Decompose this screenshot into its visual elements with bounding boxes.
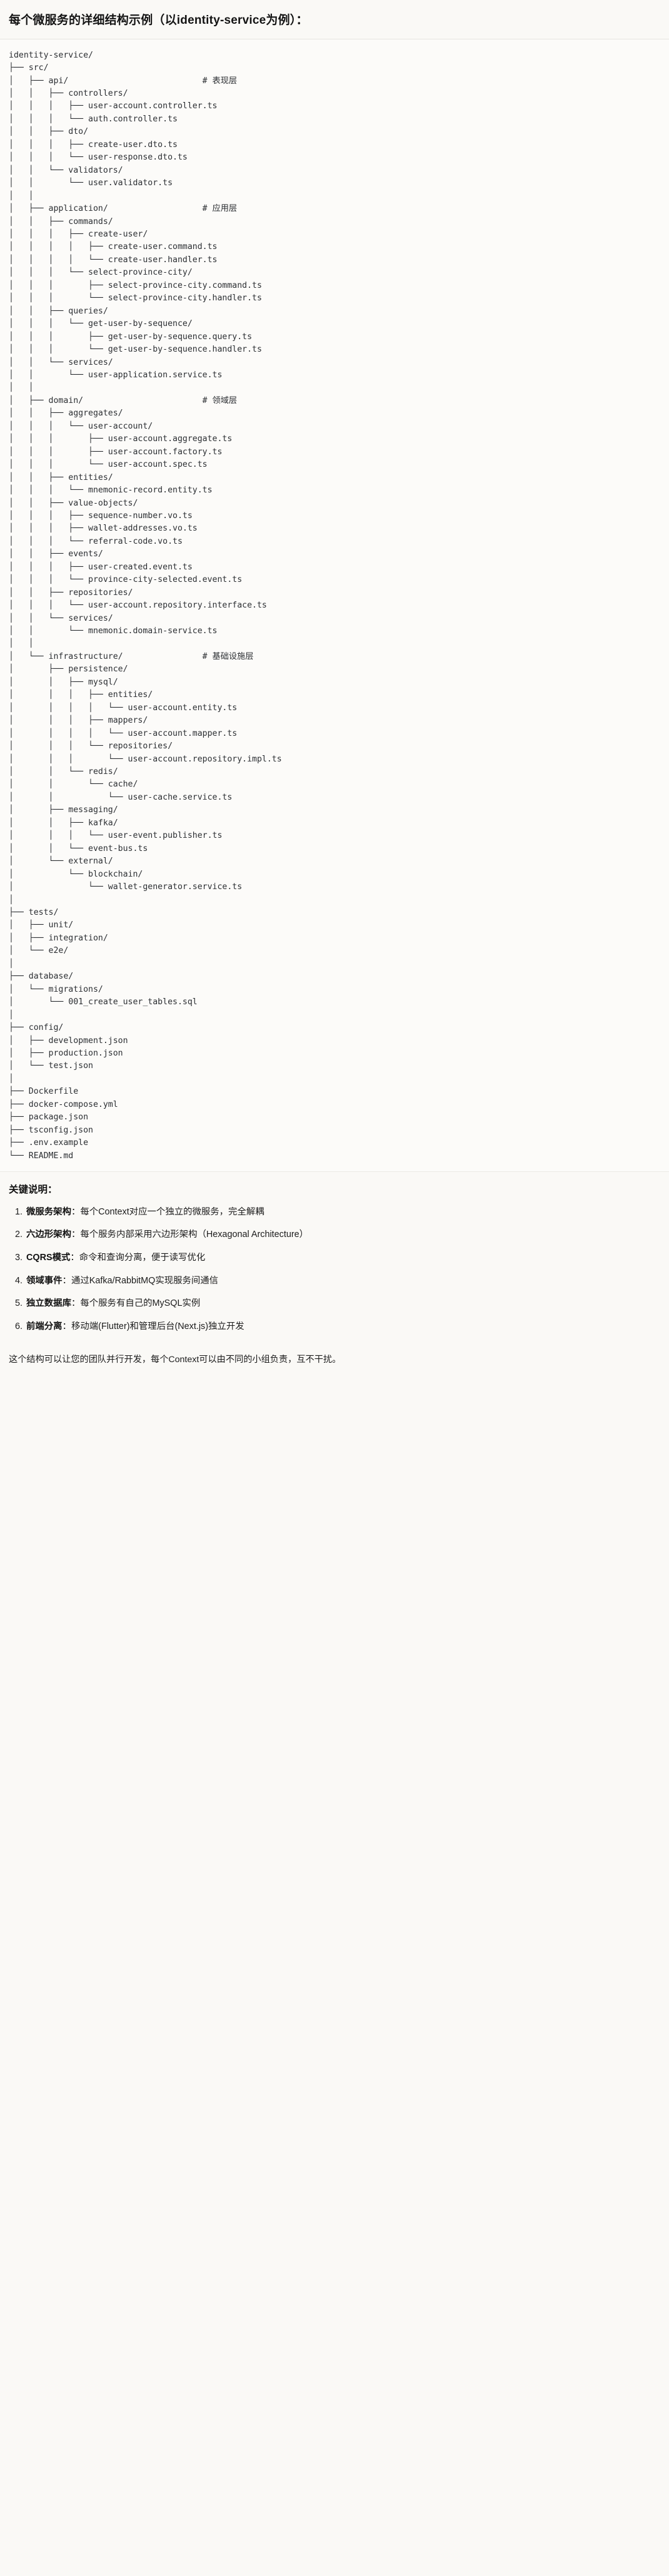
note-separator: ： [62,1321,71,1331]
list-item: 微服务架构：每个Context对应一个独立的微服务，完全解耦 [25,1206,660,1219]
note-separator: ： [62,1275,71,1286]
note-term: 领域事件 [26,1275,63,1286]
key-notes-heading: 关键说明： [9,1184,58,1196]
note-term: 六边形架构 [26,1229,71,1240]
note-separator: ： [71,1206,81,1217]
note-description: 每个服务内部采用六边形架构（Hexagonal Architecture） [80,1229,309,1240]
list-item: 前端分离：移动端(Flutter)和管理后台(Next.js)独立开发 [25,1320,660,1334]
note-term: CQRS模式 [26,1252,71,1263]
note-separator: ： [70,1252,79,1263]
page-root: 每个微服务的详细结构示例（以identity-service为例）： ident… [0,0,669,1380]
note-term: 前端分离 [26,1321,63,1331]
note-description: 每个Context对应一个独立的微服务，完全解耦 [80,1206,264,1217]
list-item: 六边形架构：每个服务内部采用六边形架构（Hexagonal Architectu… [25,1228,660,1242]
page-title: 每个微服务的详细结构示例（以identity-service为例）： [9,14,308,27]
directory-tree-block: identity-service/ ├── src/ │ ├── api/ # … [0,39,669,1173]
note-description: 通过Kafka/RabbitMQ实现服务间通信 [71,1275,219,1286]
list-item: CQRS模式：命令和查询分离，便于读写优化 [25,1251,660,1265]
note-term: 独立数据库 [26,1298,71,1309]
title-section: 每个微服务的详细结构示例（以identity-service为例）： [0,0,669,39]
note-separator: ： [71,1298,81,1309]
note-separator: ： [71,1229,81,1240]
closing-paragraph: 这个结构可以让您的团队并行开发，每个Context可以由不同的小组负责，互不干扰… [0,1349,669,1381]
key-notes-section: 关键说明： 微服务架构：每个Context对应一个独立的微服务，完全解耦 六边形… [0,1172,669,1350]
directory-tree: identity-service/ ├── src/ │ ├── api/ # … [9,50,282,1161]
note-term: 微服务架构 [26,1206,71,1217]
note-description: 每个服务有自己的MySQL实例 [80,1298,201,1309]
list-item: 领域事件：通过Kafka/RabbitMQ实现服务间通信 [25,1275,660,1288]
note-description: 命令和查询分离，便于读写优化 [79,1252,206,1263]
list-item: 独立数据库：每个服务有自己的MySQL实例 [25,1297,660,1311]
key-notes-list: 微服务架构：每个Context对应一个独立的微服务，完全解耦 六边形架构：每个服… [9,1206,660,1334]
note-description: 移动端(Flutter)和管理后台(Next.js)独立开发 [71,1321,244,1331]
